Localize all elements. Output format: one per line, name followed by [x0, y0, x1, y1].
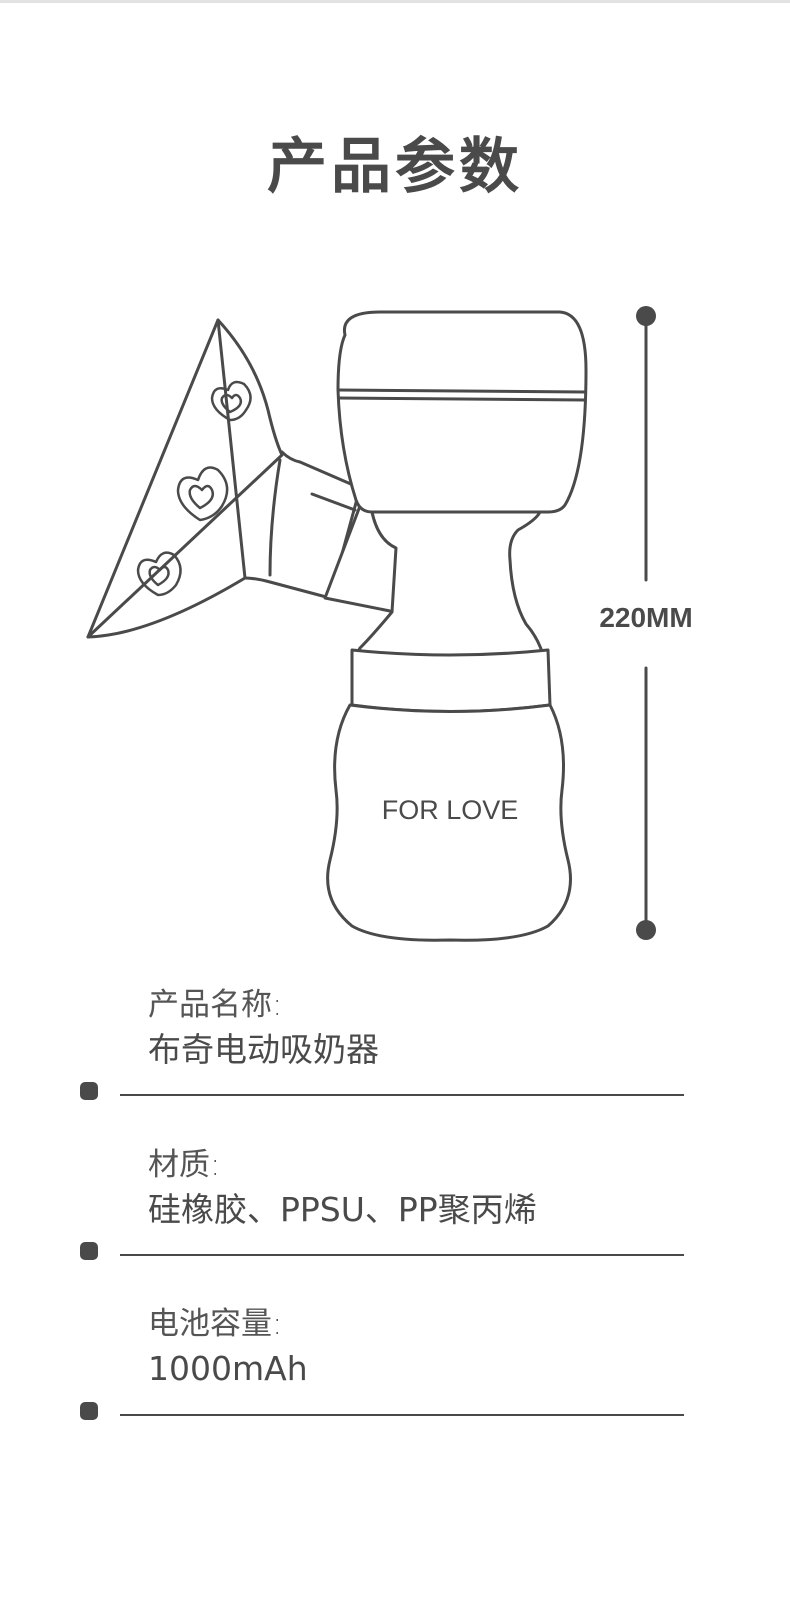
- spec-value: 布奇电动吸奶器: [148, 1030, 379, 1069]
- spec-item-battery: 电池容量: 1000mAh: [148, 1302, 708, 1392]
- heart-icon: [210, 380, 252, 422]
- heart-icon: [136, 551, 182, 597]
- spec-label: 电池容量:: [148, 1306, 283, 1342]
- spec-item-name: 产品名称: 布奇电动吸奶器: [148, 983, 708, 1073]
- divider-line: [120, 1094, 684, 1096]
- top-divider: [0, 0, 790, 3]
- divider-line: [120, 1414, 684, 1416]
- head-band-line: [337, 388, 587, 394]
- dimension-indicator: [636, 306, 656, 940]
- spec-label: 材质:: [148, 1147, 221, 1183]
- bullet-marker: [80, 1082, 98, 1100]
- spec-item-material: 材质: 硅橡胶、PPSU、PP聚丙烯: [148, 1143, 708, 1233]
- spec-value: 硅橡胶、PPSU、PP聚丙烯: [148, 1190, 537, 1229]
- pump-body: [326, 510, 572, 942]
- divider-line: [120, 1254, 684, 1256]
- dimension-label: 220MM: [599, 602, 693, 633]
- spec-value: 1000mAh: [148, 1349, 308, 1388]
- page-title: 产品参数: [267, 132, 523, 202]
- pump-head: [336, 310, 588, 514]
- bullet-marker: [80, 1402, 98, 1420]
- dimension-dot-bottom: [636, 920, 656, 940]
- dimension-dot-top: [636, 306, 656, 326]
- flange: [86, 318, 362, 639]
- spec-label: 产品名称:: [148, 987, 283, 1023]
- bullet-marker: [80, 1242, 98, 1260]
- heart-icon: [176, 466, 229, 522]
- brand-text: FOR LOVE: [381, 795, 519, 825]
